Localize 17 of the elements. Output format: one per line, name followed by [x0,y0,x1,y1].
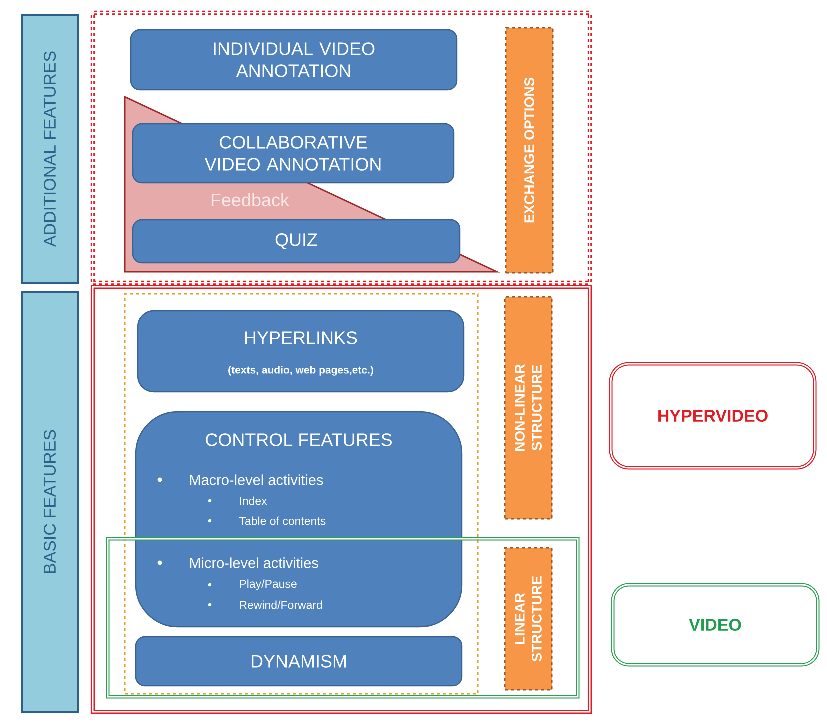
feature-box: HYPERLINKS (texts, audio, web pages,etc.) [137,310,465,393]
category-box: VIDEO [611,583,820,667]
feature-box: DYNAMISM [135,636,463,687]
vertical-tag: EXCHANGE OPTIONS [505,27,554,274]
control-box: CONTROL FEATURES Macro-level activities Index Table of contents Micro-level activities Play/Pause Rewind/Forward [135,411,463,628]
vertical-tag: LINEAR STRUCTURE [504,547,553,691]
side-label-box: ADDITIONAL FEATURES [21,14,79,284]
feature-box: COLLABORATIVE VIDEO ANNOTATION [132,123,455,184]
frame [90,284,592,714]
feature-box: QUIZ [132,219,461,264]
category-box: HYPERVIDEO [609,362,817,470]
side-label-box: BASIC FEATURES [21,291,79,713]
vertical-tag: NON-LINEAR STRUCTURE [504,296,553,520]
double-frame [106,537,580,699]
dashed-frame [90,10,592,286]
feature-box: INDIVIDUAL VIDEO ANNOTATION [130,29,458,91]
dashed-frame [124,293,479,695]
